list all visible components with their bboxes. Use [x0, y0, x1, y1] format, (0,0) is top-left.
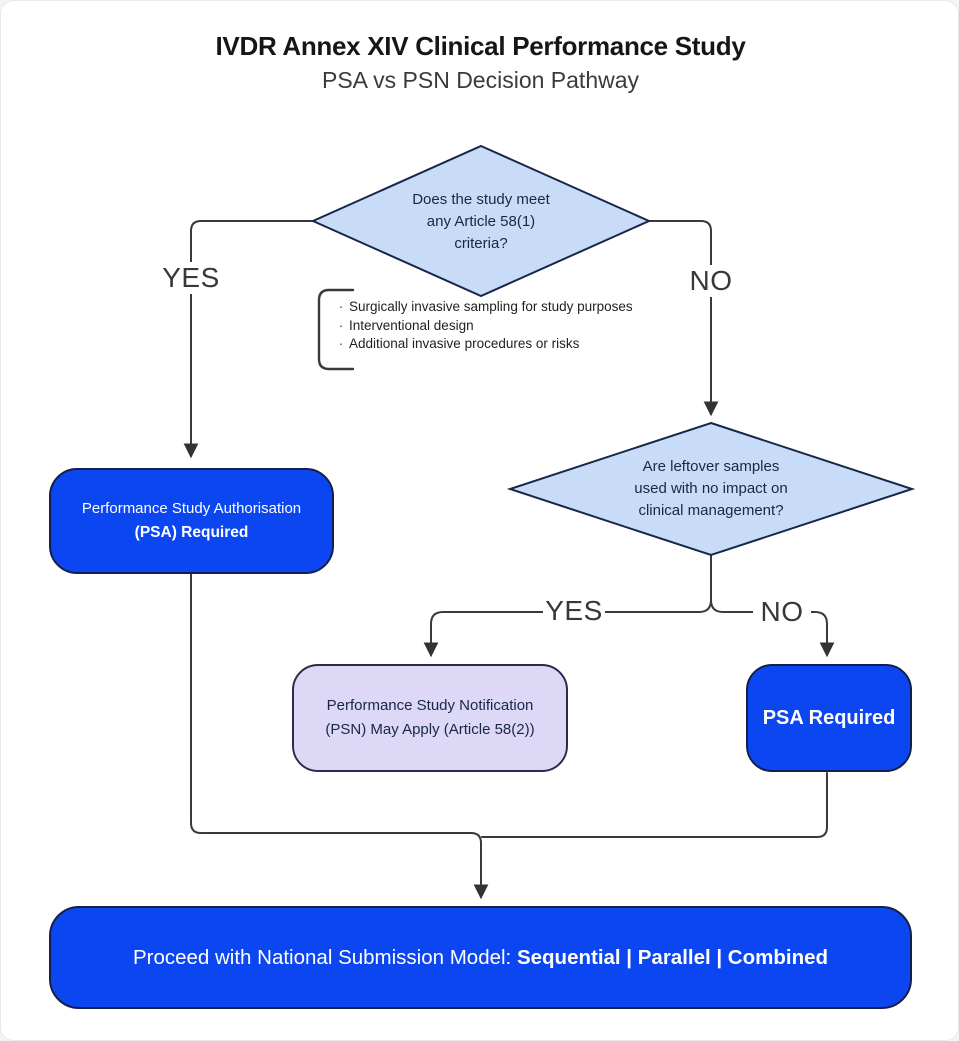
criteria-item: · Additional invasive procedures or risk… [333, 335, 653, 354]
psa-node-line2: (PSA) Required [134, 524, 249, 541]
psa-required-node-2: PSA Required [746, 664, 912, 772]
decision2-no-label: NO [753, 596, 811, 628]
psa2-node-label: PSA Required [762, 706, 896, 729]
criteria-item: · Interventional design [333, 317, 653, 336]
criteria-note: · Surgically invasive sampling for study… [333, 298, 653, 354]
edge-psa-to-final [190, 573, 489, 900]
bullet-icon: · [338, 336, 344, 351]
psn-may-apply-node: Performance Study Notification (PSN) May… [292, 664, 568, 772]
edge-psa2-to-final [481, 772, 828, 838]
criteria-item: · Surgically invasive sampling for study… [333, 298, 653, 317]
edge-decision1-no [648, 220, 719, 417]
decision2-diamond [506, 421, 916, 557]
edge-decision1-yes [183, 220, 314, 459]
final-submission-node: Proceed with National Submission Model: … [49, 906, 912, 1009]
final-node-prefix: Proceed with National Submission Model: [132, 945, 517, 969]
edge-decision2-no [710, 599, 835, 658]
decision1-diamond [310, 144, 652, 298]
decision2-yes-label: YES [543, 595, 605, 627]
page-title: IVDR Annex XIV Clinical Performance Stud… [215, 31, 746, 61]
psa-required-node: Performance Study Authorisation (PSA) Re… [49, 468, 334, 574]
psa-node-line1: Performance Study Authorisation [81, 500, 302, 517]
decision2-text: Are leftover samples used with no impact… [634, 458, 788, 519]
psn-node-line2: (PSN) May Apply (Article 58(2)) [325, 721, 535, 738]
criteria-bracket [317, 288, 355, 371]
decision1-yes-label: YES [159, 262, 223, 294]
page-subtitle: PSA vs PSN Decision Pathway [321, 67, 640, 93]
bullet-icon: · [338, 299, 344, 314]
psn-node-line1: Performance Study Notification [326, 697, 534, 714]
decision1-text: Does the study meet any Article 58(1) cr… [412, 191, 550, 252]
bullet-icon: · [338, 317, 344, 333]
final-node-models: Sequential | Parallel | Combined [516, 945, 829, 969]
decision1-no-label: NO [683, 265, 739, 297]
